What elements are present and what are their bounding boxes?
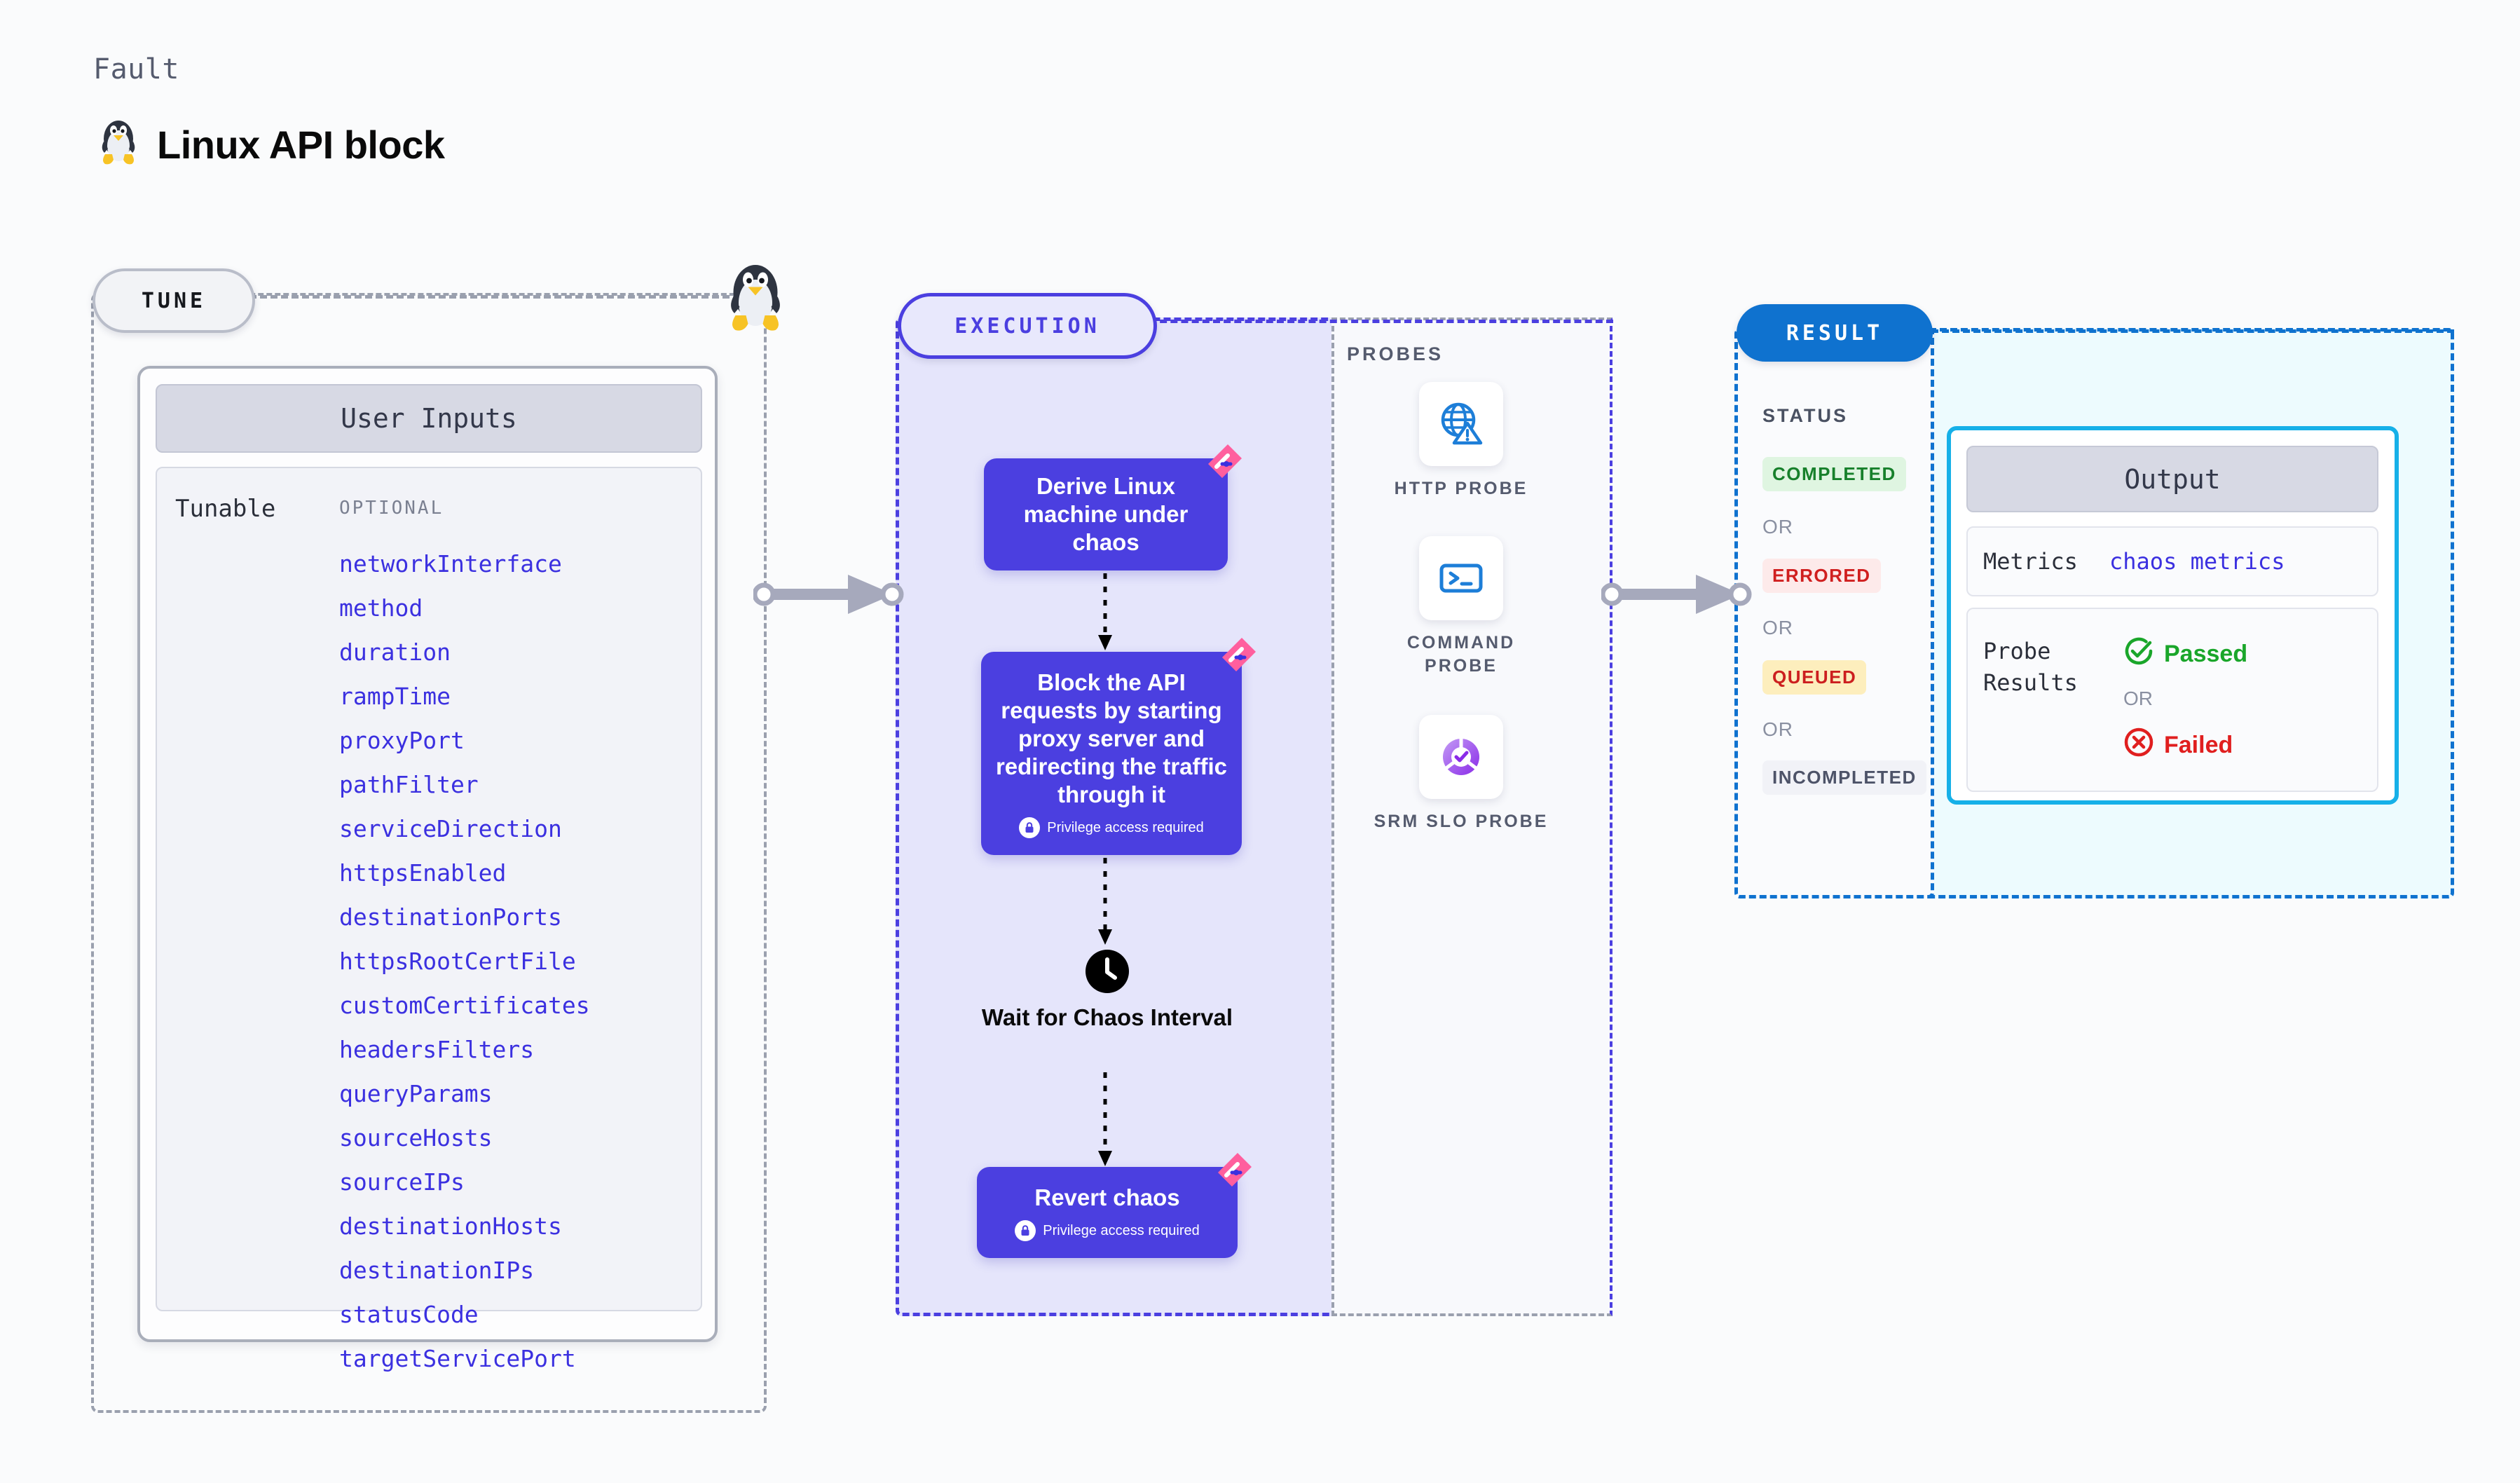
or-label: OR <box>1762 617 1793 638</box>
lock-icon <box>1015 1220 1036 1241</box>
status-title: STATUS <box>1762 405 1848 426</box>
page-title-row: Linux API block <box>98 118 445 172</box>
tune-stage-pill[interactable]: TUNE <box>93 268 255 333</box>
probe-outcome-passed: Passed <box>2123 636 2247 673</box>
list-item[interactable]: queryParams <box>339 1080 493 1107</box>
execution-node-label: Revert chaos <box>1034 1184 1180 1210</box>
user-inputs-card: User Inputs Tunable OPTIONAL networkInte… <box>137 366 718 1372</box>
result-dashed-connector <box>1931 329 2454 333</box>
probe-label: HTTP PROBE <box>1394 479 1528 498</box>
page-eyebrow: Fault <box>93 53 179 86</box>
metrics-row: Metrics chaos metrics <box>1966 526 2378 596</box>
status-badge: QUEUED <box>1762 660 1867 695</box>
tunable-label: Tunable <box>175 495 276 523</box>
slo-donut-check-icon <box>1419 715 1503 799</box>
execution-flow-arrow <box>1095 573 1116 657</box>
list-item[interactable]: networkInterface <box>339 550 562 578</box>
probes-region <box>1331 317 1612 1316</box>
execution-flow-arrow <box>1095 858 1116 952</box>
list-item[interactable]: method <box>339 594 423 622</box>
chaos-flag-icon <box>1204 443 1243 482</box>
list-item[interactable]: proxyPort <box>339 727 465 754</box>
execution-node-block[interactable]: Block the API requests by starting proxy… <box>981 638 1256 855</box>
output-title: Output <box>1966 446 2378 512</box>
status-badge: INCOMPLETED <box>1762 760 1926 795</box>
execution-to-result-arrow <box>1600 566 1752 626</box>
clock-icon <box>1086 950 1129 993</box>
globe-warning-icon <box>1419 382 1503 466</box>
execution-dashed-connector <box>1149 320 1613 323</box>
list-item[interactable]: customCertificates <box>339 992 590 1019</box>
list-item[interactable]: destinationPorts <box>339 903 562 931</box>
probe-label: SRM SLO PROBE <box>1374 812 1549 831</box>
tunable-section: Tunable OPTIONAL networkInterface method… <box>156 467 702 1372</box>
tux-penguin-icon <box>98 118 139 172</box>
x-circle-icon <box>2123 727 2154 764</box>
probe-results-row: Probe Results Passed OR Failed <box>1966 608 2378 792</box>
probes-title: PROBES <box>1347 343 1444 364</box>
user-inputs-title: User Inputs <box>156 384 702 453</box>
chaos-flag-icon <box>1214 1151 1253 1191</box>
list-item[interactable]: pathFilter <box>339 771 479 798</box>
tunable-parameter-list: networkInterface method duration rampTim… <box>339 542 690 1381</box>
result-stage-pill[interactable]: RESULT <box>1737 304 1933 362</box>
privilege-label: Privilege access required <box>1043 1222 1200 1238</box>
list-item[interactable]: duration <box>339 638 451 666</box>
page-title: Linux API block <box>157 123 445 167</box>
result-region <box>1734 328 1934 898</box>
list-item[interactable]: httpsEnabled <box>339 859 507 887</box>
list-item[interactable]: sourceHosts <box>339 1124 493 1151</box>
chaos-flag-icon <box>1218 636 1257 676</box>
execution-stage-pill[interactable]: EXECUTION <box>898 293 1157 359</box>
list-item[interactable]: sourceIPs <box>339 1168 465 1196</box>
execution-node-derive[interactable]: Derive Linux machine under chaos <box>984 444 1242 570</box>
execution-node-revert[interactable]: Revert chaos Privilege access required <box>977 1153 1252 1258</box>
list-item[interactable]: httpsRootCertFile <box>339 948 576 975</box>
probe-label: COMMAND PROBE <box>1406 633 1516 676</box>
or-label: OR <box>2123 688 2153 709</box>
lock-icon <box>1019 817 1041 838</box>
execution-flow-arrow <box>1095 1072 1116 1174</box>
failed-label: Failed <box>2164 732 2233 758</box>
tune-region <box>91 293 767 1413</box>
status-badge: COMPLETED <box>1762 457 1906 491</box>
tune-dashed-connector <box>249 295 740 299</box>
passed-label: Passed <box>2164 641 2248 667</box>
list-item[interactable]: destinationHosts <box>339 1212 562 1240</box>
metrics-value[interactable]: chaos metrics <box>2109 548 2285 575</box>
list-item[interactable]: destinationIPs <box>339 1257 535 1284</box>
privilege-notice: Privilege access required <box>1019 817 1204 838</box>
metrics-label: Metrics <box>1983 548 2078 575</box>
status-badge: ERRORED <box>1762 559 1881 593</box>
list-item[interactable]: rampTime <box>339 683 451 710</box>
execution-node-label: Block the API requests by starting proxy… <box>995 669 1228 807</box>
list-item[interactable]: serviceDirection <box>339 815 562 842</box>
probe-command[interactable]: COMMAND PROBE <box>1370 536 1552 678</box>
optional-label: OPTIONAL <box>339 498 444 519</box>
list-item[interactable]: targetServicePort <box>339 1345 576 1372</box>
or-label: OR <box>1762 718 1793 740</box>
tux-penguin-connector-icon <box>724 261 787 336</box>
wait-node-label: Wait for Chaos Interval <box>981 1004 1233 1030</box>
list-item[interactable]: headersFilters <box>339 1036 535 1063</box>
tune-to-execution-arrow <box>752 566 904 626</box>
probe-results-label: Probe Results <box>1983 638 2078 696</box>
probe-srm-slo[interactable]: SRM SLO PROBE <box>1370 715 1552 833</box>
execution-node-label: Derive Linux machine under chaos <box>1023 473 1189 555</box>
probe-http[interactable]: HTTP PROBE <box>1370 382 1552 500</box>
terminal-icon <box>1419 536 1503 620</box>
probe-outcome-failed: Failed <box>2123 727 2233 764</box>
output-card: Output Metrics chaos metrics Probe Resul… <box>1947 426 2399 805</box>
check-circle-icon <box>2123 636 2154 673</box>
or-label: OR <box>1762 516 1793 538</box>
list-item[interactable]: statusCode <box>339 1301 479 1328</box>
privilege-notice: Privilege access required <box>1015 1220 1200 1241</box>
execution-node-wait[interactable]: Wait for Chaos Interval <box>974 950 1240 1032</box>
privilege-label: Privilege access required <box>1047 819 1204 835</box>
